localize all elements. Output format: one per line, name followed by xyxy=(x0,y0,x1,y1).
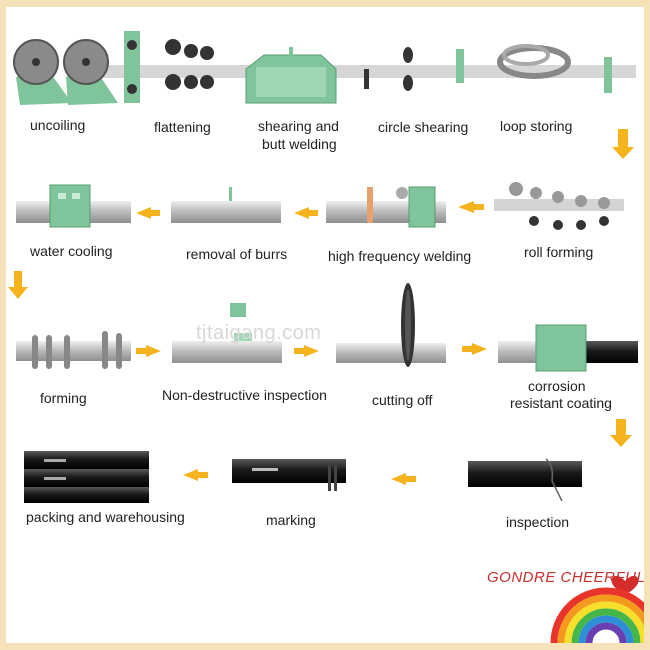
arrow-right-3 xyxy=(472,343,487,355)
forming-illustration xyxy=(16,331,131,369)
label-cutting-off: cutting off xyxy=(372,392,433,408)
arrow-left-4 xyxy=(391,473,406,485)
shearing-welding-illustration xyxy=(245,47,337,104)
arrow-left-5 xyxy=(183,469,198,481)
rainbow-illustration xyxy=(550,587,644,643)
label-shearing-1: shearing and xyxy=(258,118,339,134)
label-removal-of-burrs: removal of burrs xyxy=(186,246,288,262)
roll-forming-illustration xyxy=(494,182,624,230)
label-flattening: flattening xyxy=(154,119,211,135)
label-marking: marking xyxy=(266,512,316,528)
label-uncoiling: uncoiling xyxy=(30,117,86,133)
process-diagram: uncoiling flattening shearing and butt w… xyxy=(6,7,644,643)
arrow-right-2 xyxy=(304,345,319,357)
label-inspection: inspection xyxy=(506,514,570,530)
label-corrosion-1: corrosion xyxy=(528,378,586,394)
label-water-cooling: water cooling xyxy=(30,243,113,259)
arrow-down-2 xyxy=(8,271,28,299)
label-non-destructive: Non-destructive inspection xyxy=(162,387,327,403)
packing-illustration xyxy=(24,451,149,503)
coating-illustration xyxy=(498,324,638,372)
brand-text: GONDRE CHEERFUL LIFE xyxy=(487,569,644,586)
arrow-right-1 xyxy=(146,345,161,357)
water-cooling-illustration xyxy=(16,184,131,228)
label-loop-storing: loop storing xyxy=(500,118,573,134)
label-packing: packing and warehousing xyxy=(26,509,185,525)
arrow-down-1 xyxy=(612,129,634,159)
arrow-left-2 xyxy=(294,207,309,219)
uncoiling-illustration xyxy=(13,39,118,105)
label-circle-shearing: circle shearing xyxy=(378,119,469,135)
nde-illustration xyxy=(172,303,282,363)
label-hf-welding: high frequency welding xyxy=(328,248,472,264)
removal-burrs-illustration xyxy=(171,187,281,223)
label-shearing-2: butt welding xyxy=(262,136,337,152)
watermark-text: tjtaigang.com xyxy=(196,322,322,344)
diagram-graphics xyxy=(8,31,644,643)
label-corrosion-2: resistant coating xyxy=(510,395,612,411)
flattening-illustration xyxy=(124,31,214,103)
label-roll-forming: roll forming xyxy=(524,244,594,260)
circle-shearing-illustration xyxy=(364,47,464,91)
arrow-left-1 xyxy=(458,201,474,213)
label-forming: forming xyxy=(40,390,87,406)
hf-welding-illustration xyxy=(326,186,446,228)
marking-illustration xyxy=(232,459,346,491)
loop-storing-illustration xyxy=(497,44,612,93)
arrow-down-3 xyxy=(610,419,632,447)
inspection-illustration xyxy=(468,458,582,502)
arrow-left-3 xyxy=(136,207,151,219)
cutting-off-illustration xyxy=(336,283,446,367)
